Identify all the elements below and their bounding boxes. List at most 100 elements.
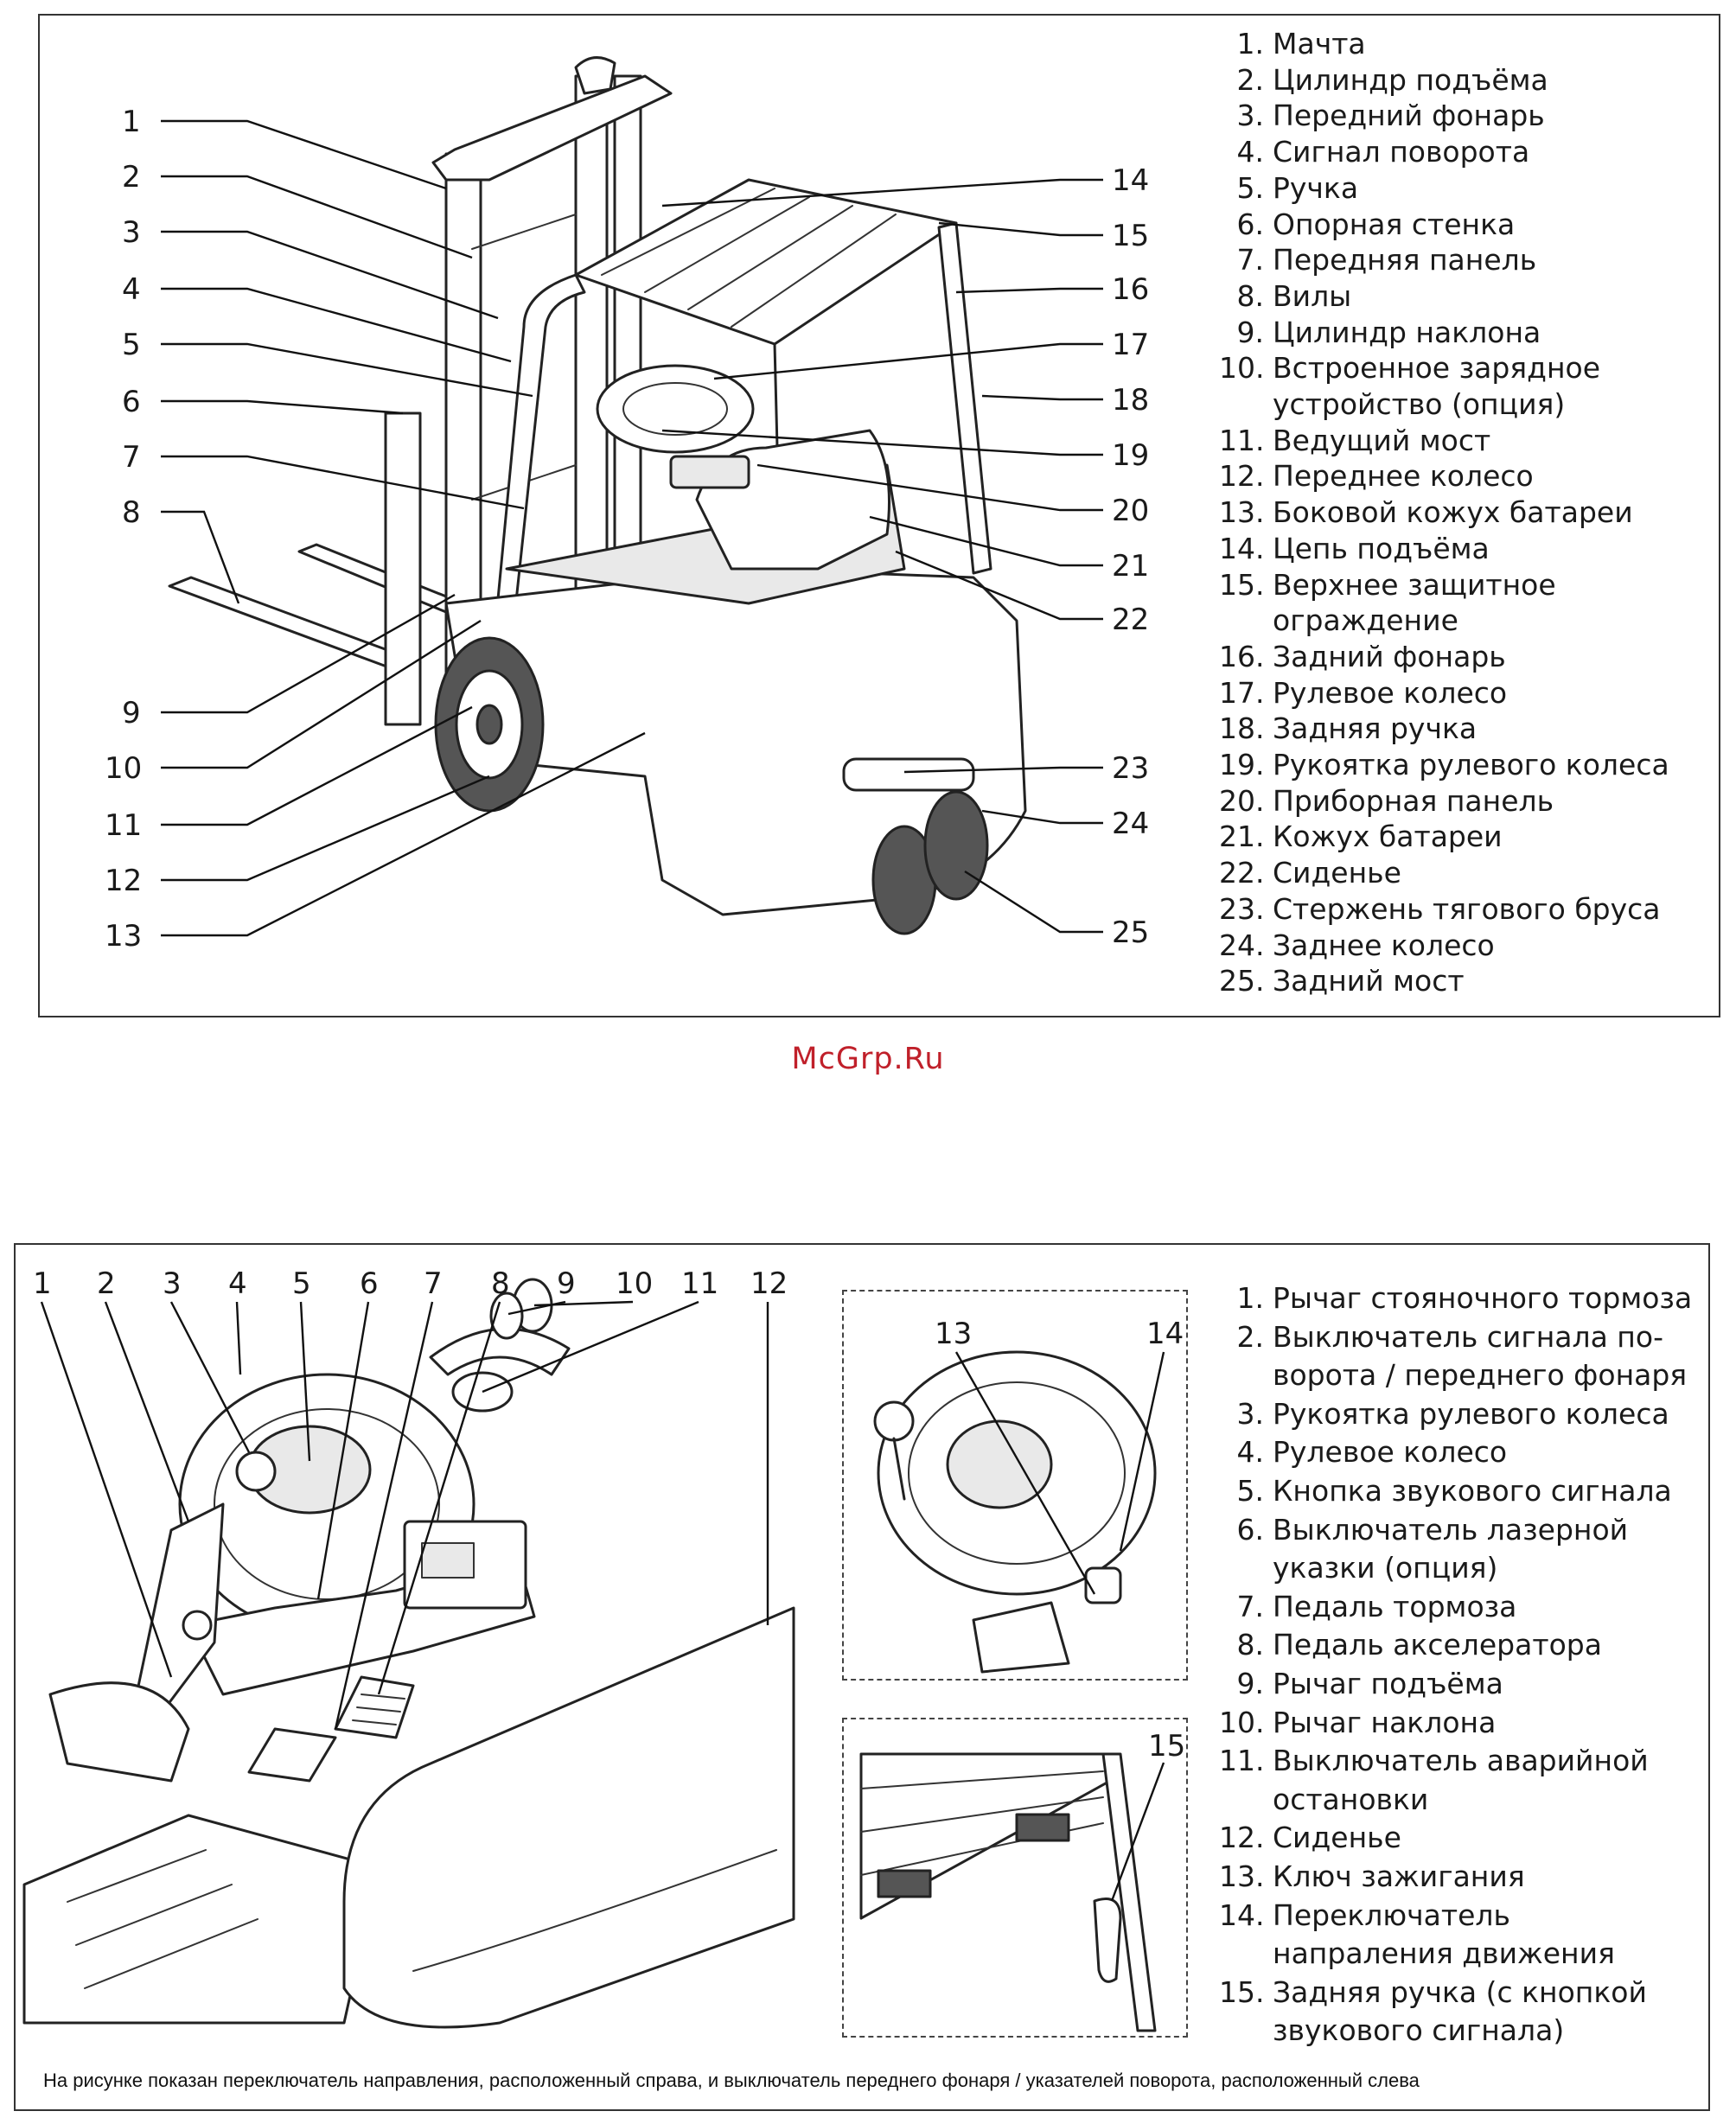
legend-item-number — [1219, 1549, 1273, 1588]
legend-item-number: 17. — [1219, 675, 1265, 710]
callout-14: 14 — [1112, 163, 1149, 198]
callout-12: 12 — [105, 864, 142, 898]
legend-item: 2.Цилиндр подъёма — [1219, 62, 1703, 99]
legend-item-number: 21. — [1219, 820, 1265, 854]
callout-21: 21 — [1112, 549, 1149, 584]
legend-item-number: 25. — [1219, 964, 1265, 998]
legend-item-number: 16. — [1219, 639, 1265, 673]
legend-item: 13.Ключ зажигания — [1219, 1858, 1703, 1897]
legend-item: 10.Встроенное зарядное — [1219, 350, 1703, 386]
legend-item: 4.Рулевое колесо — [1219, 1433, 1703, 1472]
legend-item: 8.Педаль акселератора — [1219, 1626, 1703, 1665]
legend-item-text: Ведущий мост — [1273, 423, 1491, 457]
cockpit-callout-7: 7 — [424, 1266, 443, 1301]
right-callouts: 14 15 16 17 18 19 20 21 22 23 24 25 — [1112, 163, 1149, 950]
legend-item: 12.Сиденье — [1219, 1819, 1703, 1858]
legend-item: 17.Рулевое колесо — [1219, 675, 1703, 711]
legend-item: 9.Цилиндр наклона — [1219, 315, 1703, 351]
legend-item-number: 8. — [1236, 278, 1265, 313]
legend-item: 21.Кожух батареи — [1219, 819, 1703, 855]
legend-item-number: 5. — [1236, 1473, 1265, 1508]
legend-item: 12.Переднее колесо — [1219, 458, 1703, 494]
cockpit-callout-5: 5 — [292, 1266, 311, 1301]
callout-23: 23 — [1112, 751, 1149, 786]
legend-item-number: 7. — [1236, 1589, 1265, 1623]
right-leader-lines — [661, 178, 1103, 934]
cockpit-callout-6: 6 — [360, 1266, 379, 1301]
cockpit-callout-2: 2 — [97, 1266, 116, 1301]
legend-item: напраления движения — [1219, 1935, 1703, 1974]
legend-item-number: 1. — [1236, 27, 1265, 61]
legend-item-number: 24. — [1219, 928, 1265, 962]
legend-item-text: Сигнал поворота — [1273, 135, 1530, 169]
legend-item-number — [1219, 386, 1273, 423]
steering-detail-inset: 13 14 — [842, 1290, 1188, 1681]
legend-item-number: 6. — [1236, 1512, 1265, 1547]
legend-item-text: Задняя ручка (с кнопкой — [1273, 1974, 1647, 2009]
forklift-drawing: 1 2 3 4 5 6 7 8 9 10 11 12 13 14 15 16 1… — [105, 56, 1149, 954]
legend-item-text: Выключатель аварийной — [1273, 1744, 1649, 1778]
legend-item: 10.Рычаг наклона — [1219, 1704, 1703, 1743]
legend-item-text: Выключатель сигнала по- — [1273, 1319, 1663, 1354]
inset-callout-15: 15 — [1148, 1729, 1185, 1764]
legend-item-text: Сиденье — [1273, 856, 1401, 890]
legend-item-number — [1219, 603, 1273, 639]
legend-item: 11.Выключатель аварийной — [1219, 1742, 1703, 1781]
legend-item-text: Вилы — [1273, 278, 1352, 313]
legend-item-text: Педаль тормоза — [1273, 1589, 1517, 1623]
legend-item: ворота / переднего фонаря — [1219, 1356, 1703, 1395]
legend-item-number: 22. — [1219, 856, 1265, 890]
cockpit-leader-lines — [40, 1300, 769, 1730]
cockpit-seat-illustration — [342, 1606, 795, 2029]
legend-item-number: 19. — [1219, 748, 1265, 782]
legend-item: 22.Сиденье — [1219, 855, 1703, 891]
legend-item-text: Передний фонарь — [1273, 99, 1545, 133]
legend-item-text: Переднее колесо — [1273, 459, 1534, 494]
cockpit-top-callouts: 1 2 3 4 5 6 7 8 9 10 11 12 — [33, 1266, 788, 1301]
legend-item-number — [1219, 1935, 1273, 1974]
legend-item: 25.Задний мост — [1219, 963, 1703, 999]
legend-item-number: 9. — [1236, 315, 1265, 349]
legend-item-text: Ключ зажигания — [1273, 1859, 1525, 1893]
legend-item-number: 15. — [1219, 567, 1265, 602]
legend-item: 14.Переключатель — [1219, 1897, 1703, 1936]
legend-item-text: Приборная панель — [1273, 783, 1554, 818]
legend-item-number: 14. — [1219, 1898, 1265, 1932]
cockpit-callout-12: 12 — [750, 1266, 788, 1301]
cockpit-caption: На рисунке показан переключатель направл… — [43, 2070, 1420, 2091]
legend-item: остановки — [1219, 1781, 1703, 1820]
legend-item-number: 3. — [1236, 99, 1265, 133]
rear-wheel-illustration — [871, 790, 989, 935]
inset-callout-13: 13 — [935, 1317, 972, 1351]
callout-1: 1 — [122, 105, 141, 139]
callout-11: 11 — [105, 808, 142, 843]
legend-item-text: Переключатель — [1273, 1898, 1510, 1932]
truck-body-illustration — [444, 429, 1027, 916]
callout-7: 7 — [122, 440, 141, 475]
legend-item-text: Встроенное зарядное — [1273, 351, 1601, 386]
legend-item: 5.Кнопка звукового сигнала — [1219, 1472, 1703, 1511]
legend-item-text: напраления движения — [1273, 1936, 1615, 1971]
callout-9: 9 — [122, 696, 141, 730]
legend-item: 15.Верхнее защитное — [1219, 567, 1703, 603]
legend-item: 3.Рукоятка рулевого колеса — [1219, 1395, 1703, 1434]
legend-item-text: Педаль акселератора — [1273, 1628, 1602, 1662]
cockpit-callout-1: 1 — [33, 1266, 52, 1301]
rear-handle-detail-inset: 15 — [842, 1718, 1188, 2038]
steering-wheel-illustration — [596, 364, 755, 489]
legend-item-text: Сиденье — [1273, 1821, 1401, 1855]
legend-item: 6.Опорная стенка — [1219, 207, 1703, 243]
legend-item-text: Рулевое колесо — [1273, 1435, 1508, 1470]
callout-8: 8 — [122, 495, 141, 530]
legend-item-text: Цепь подъёма — [1273, 531, 1490, 565]
legend-item: 1.Мачта — [1219, 26, 1703, 62]
legend-item-text: Мачта — [1273, 27, 1366, 61]
legend-item-text: Рукоятка рулевого колеса — [1273, 1396, 1669, 1431]
left-callouts: 1 2 3 4 5 6 7 8 9 10 11 12 13 — [105, 105, 142, 954]
legend-item: 7.Передняя панель — [1219, 242, 1703, 278]
steering-detail-drawing: 13 14 — [873, 1317, 1184, 1674]
legend-item-number — [1219, 1356, 1273, 1395]
legend-item-number — [1219, 2012, 1273, 2051]
callout-19: 19 — [1112, 438, 1149, 473]
